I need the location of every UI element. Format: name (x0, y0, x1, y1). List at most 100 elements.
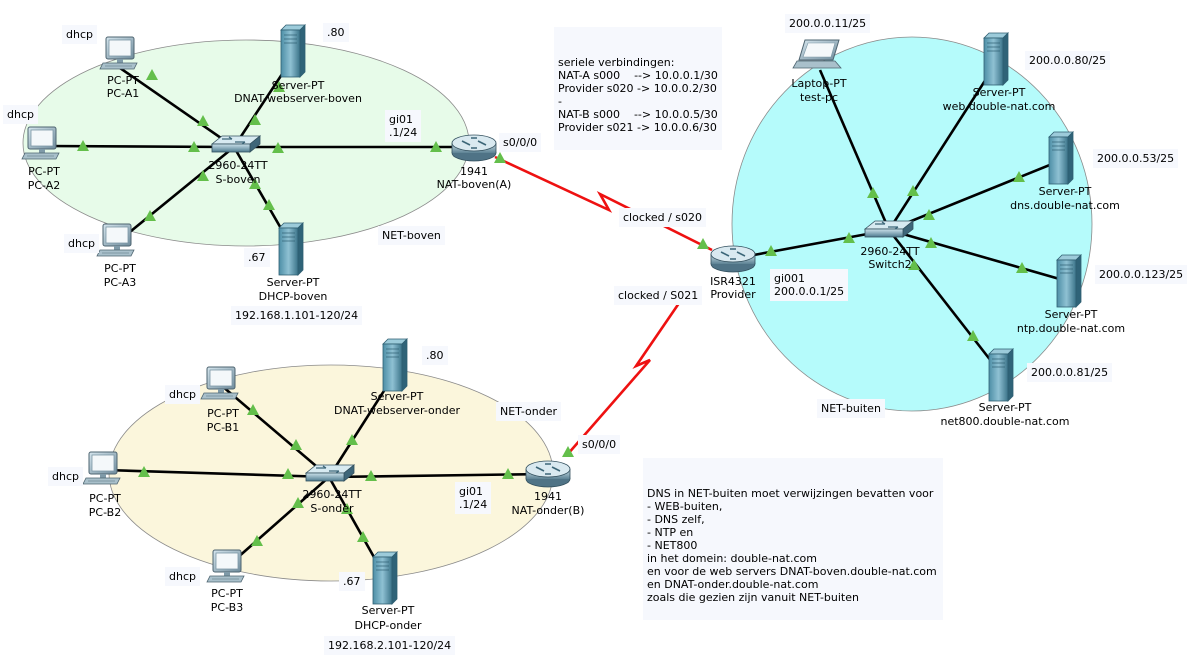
dhcp-label-b3: dhcp (165, 567, 200, 586)
range-boven-label: 192.168.1.101-120/24 (231, 306, 363, 325)
dhcp-onder-name: DHCP-onder (355, 619, 422, 632)
test-pc-laptop-device[interactable]: Laptop-PT test-pc (791, 39, 847, 104)
dns-server-device[interactable]: Server-PT dns.double-nat.com (1010, 131, 1120, 212)
net800-server-name: net800.double-nat.com (940, 415, 1069, 428)
dhcp-label-a2: dhcp (3, 105, 38, 124)
pc-b3-device[interactable]: PC-PT PC-B3 (206, 549, 245, 614)
router-icon (451, 134, 497, 162)
router-icon (710, 245, 756, 273)
router-icon (525, 460, 571, 488)
dhcp-boven-device[interactable]: Server-PT DHCP-boven (259, 222, 328, 303)
pc-b1-device[interactable]: PC-PT PC-B1 (200, 366, 239, 434)
pc-a3-type: PC-PT (104, 262, 136, 275)
server-icon (372, 551, 398, 605)
pc-b2-type: PC-PT (89, 492, 121, 505)
clocked-s020-label: clocked / s020 (619, 208, 707, 227)
s-onder-type: 2960-24TT (302, 488, 361, 501)
pc-a1-name: PC-A1 (107, 87, 140, 100)
pc-icon (82, 451, 121, 485)
dns-ip-label: 200.0.0.53/25 (1093, 149, 1179, 168)
provider-name: Provider (710, 288, 756, 301)
pc-a2-device[interactable]: PC-PT PC-A2 (21, 126, 60, 192)
dhcp-onder-device[interactable]: Server-PT DHCP-onder (355, 551, 422, 632)
pc-a1-device[interactable]: PC-PT PC-A1 (99, 36, 140, 100)
net800-ip-label: 200.0.0.81/25 (1027, 363, 1113, 382)
server-icon (988, 348, 1014, 402)
dhcp-label-a3: dhcp (64, 234, 99, 253)
s-onder-device[interactable]: 2960-24TT S-onder (302, 464, 362, 515)
web-onder-ip-label: .80 (422, 346, 448, 365)
pc-a1-type: PC-PT (107, 74, 139, 87)
net-boven-label: NET-boven (378, 226, 445, 245)
pc-icon (200, 366, 239, 400)
nat-onder-name: NAT-onder(B) (512, 504, 585, 517)
pc-b3-type: PC-PT (211, 587, 243, 600)
net800-server-type: Server-PT (979, 401, 1032, 414)
pc-a2-type: PC-PT (28, 165, 60, 178)
nat-onder-type: 1941 (534, 490, 562, 503)
dnat-webserver-onder-name: DNAT-webserver-onder (334, 404, 461, 417)
server-icon (382, 338, 408, 392)
server-icon (280, 24, 306, 78)
pc-icon (21, 126, 60, 160)
dnat-webserver-boven-name: DNAT-webserver-boven (234, 92, 362, 105)
s-boven-name: S-boven (216, 173, 261, 186)
dns-server-type: Server-PT (1039, 185, 1092, 198)
nat-boven-router-device[interactable]: 1941 NAT-boven(A) (437, 134, 512, 191)
web-server-name: web.double-nat.com (943, 100, 1056, 113)
dnat-webserver-boven-type: Server-PT (272, 79, 325, 92)
web-boven-ip-label: .80 (323, 23, 349, 42)
switch2-device[interactable]: 2960-24TT Switch2 (860, 220, 920, 271)
gi01-boven-label: gi01.1/24 (385, 110, 422, 142)
nat-boven-type: 1941 (460, 165, 488, 178)
ntp-ip-label: 200.0.0.123/25 (1095, 265, 1188, 284)
ntp-server-device[interactable]: Server-PT ntp.double-nat.com (1017, 254, 1125, 335)
dhcp-boven-ip-label: .67 (244, 248, 270, 267)
dhcp-boven-name: DHCP-boven (259, 290, 328, 303)
pc-a3-device[interactable]: PC-PT PC-A3 (96, 223, 137, 289)
laptop-type: Laptop-PT (791, 77, 846, 90)
dhcp-label-b1: dhcp (165, 385, 200, 404)
pc-b2-device[interactable]: PC-PT PC-B2 (82, 451, 121, 519)
s000-onder-label: s0/0/0 (578, 435, 621, 454)
pc-b3-name: PC-B3 (211, 601, 243, 614)
pc-a3-name: PC-A3 (104, 276, 137, 289)
laptop-icon (792, 39, 842, 69)
dns-requirements-note: DNS in NET-buiten moet verwijzingen beva… (643, 458, 943, 620)
pc-icon (96, 223, 135, 257)
clocked-s021-label: clocked / S021 (614, 286, 703, 305)
dnat-webserver-onder-device[interactable]: Server-PT DNAT-webserver-onder (334, 338, 461, 417)
s-boven-device[interactable]: 2960-24TT S-boven (208, 135, 268, 186)
s000-boven-label: s0/0/0 (499, 133, 542, 152)
dhcp-label-b2: dhcp (48, 467, 83, 486)
web-ip-label: 200.0.0.80/25 (1025, 51, 1111, 70)
switch2-type: 2960-24TT (860, 245, 919, 258)
ntp-server-name: ntp.double-nat.com (1017, 322, 1125, 335)
nat-onder-router-device[interactable]: 1941 NAT-onder(B) (512, 460, 585, 517)
server-icon (1048, 131, 1074, 185)
server-icon (278, 222, 304, 276)
s-boven-type: 2960-24TT (208, 159, 267, 172)
net800-server-device[interactable]: Server-PT net800.double-nat.com (940, 348, 1070, 428)
web-server-device[interactable]: Server-PT web.double-nat.com (943, 32, 1056, 113)
switch-icon (211, 135, 261, 153)
dnat-webserver-boven-device[interactable]: Server-PT DNAT-webserver-boven (234, 24, 362, 105)
pc-b1-name: PC-B1 (207, 421, 239, 434)
net-onder-label: NET-onder (496, 402, 562, 421)
dns-server-name: dns.double-nat.com (1010, 199, 1120, 212)
dnat-webserver-onder-type: Server-PT (371, 390, 424, 403)
dhcp-onder-ip-label: .67 (339, 572, 365, 591)
switch2-name: Switch2 (868, 258, 911, 271)
web-server-type: Server-PT (973, 86, 1026, 99)
laptop-name: test-pc (800, 91, 838, 104)
ntp-server-type: Server-PT (1045, 308, 1098, 321)
pc-icon (99, 36, 138, 70)
switch-icon (305, 464, 355, 482)
provider-router-device[interactable]: ISR4321 Provider (710, 245, 756, 301)
dhcp-onder-type: Server-PT (362, 604, 415, 617)
gi01-onder-label: gi01.1/24 (455, 482, 492, 514)
net-buiten-label: NET-buiten (817, 399, 885, 418)
server-icon (983, 32, 1009, 86)
